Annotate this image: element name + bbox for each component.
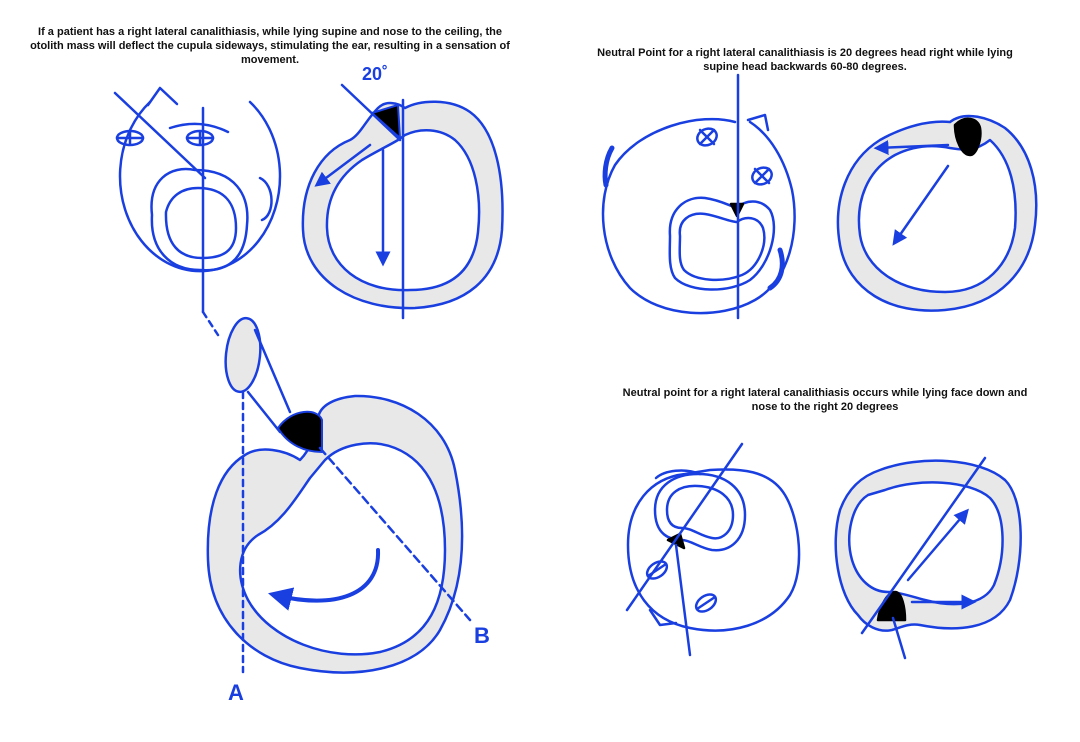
inner-canal-inner [678, 212, 766, 282]
head-neutral-supine [601, 73, 796, 320]
inner-canal-outer [668, 196, 776, 291]
caption-neutral-point-face-down: Neutral point for a right lateral canali… [622, 387, 1028, 413]
line-a-label: A [228, 680, 244, 705]
tilt-line [625, 442, 744, 612]
right-ear [767, 247, 785, 291]
line-b [318, 446, 472, 622]
brow-arc [168, 122, 230, 134]
angle-line [340, 83, 402, 142]
right-eye-icon [751, 166, 773, 186]
tilt-line [113, 91, 207, 180]
canal-neutral-supine [836, 114, 1038, 312]
head-outline [118, 100, 282, 273]
nose-bump [746, 113, 770, 132]
head-outline [626, 468, 801, 632]
flow-arrow-diagonal [892, 164, 950, 246]
canal-ring [834, 459, 1022, 632]
head-neutral-face-down [625, 442, 801, 657]
left-eye-icon [696, 127, 718, 147]
dashed-projection-line [201, 310, 220, 337]
canal-ring [836, 114, 1038, 312]
otolith-mass [953, 117, 982, 157]
head-outline [601, 117, 796, 315]
canal-supine-view [301, 83, 504, 320]
angle-label: 20˚ [362, 64, 388, 84]
caption-neutral-point-supine: Neutral Point for a right lateral canali… [597, 47, 1013, 73]
canal-neutral-face-down [834, 456, 1022, 660]
flow-arrow-left [873, 140, 950, 156]
canal-ring [206, 394, 464, 674]
left-ear [654, 469, 702, 480]
deflection-arrow [314, 143, 372, 187]
flow-arrow-diagonal [906, 508, 969, 582]
head-supine-top-view [113, 86, 282, 337]
rotation-arrow [268, 548, 381, 611]
inner-canal-inner [665, 484, 735, 540]
inner-canal-outer [150, 167, 249, 272]
midline [674, 543, 692, 657]
nose-bump [146, 86, 179, 107]
inner-canal-inner [164, 186, 238, 260]
midline [891, 616, 907, 660]
ampulla [224, 316, 262, 394]
right-ear [258, 176, 273, 222]
canal-enlarged-view [206, 316, 472, 674]
otolith-mass [277, 410, 323, 453]
canal-ring [301, 100, 504, 310]
left-ear [602, 145, 615, 188]
line-b-label: B [474, 623, 490, 648]
caption-supine-canalithiasis: If a patient has a right lateral canalit… [30, 26, 510, 66]
axis-line [860, 456, 987, 635]
nose-bump [648, 608, 678, 627]
